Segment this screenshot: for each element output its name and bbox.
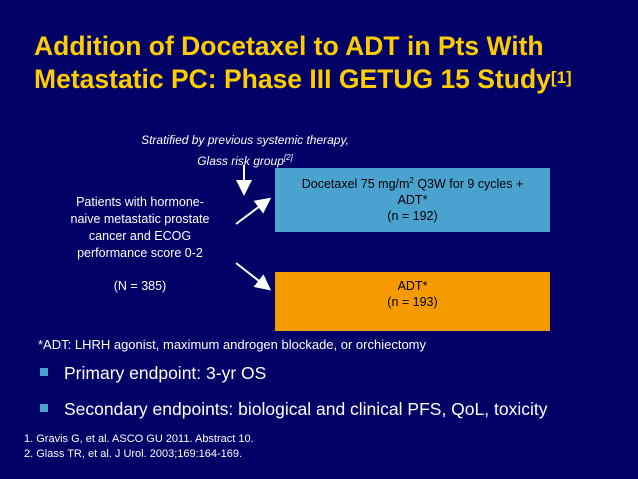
adt-arm-n: (n = 193) [387,295,438,309]
docetaxel-arm-n: (n = 192) [387,209,438,224]
docetaxel-arm-box: Docetaxel 75 mg/m2 Q3W for 9 cycles + AD… [275,168,550,232]
bullet-square-icon [40,368,48,376]
dose-unit-superscript: 2 [409,176,414,185]
patients-line-2: naive metastatic prostate [70,212,210,226]
stratification-reference: [2] [283,153,293,162]
stratification-line-1: Stratified by previous systemic therapy, [141,133,349,147]
adt-arm-line-1: ADT* [397,279,428,293]
endpoint-list: Primary endpoint: 3-yr OS Secondary endp… [38,362,628,434]
patient-population: Patients with hormone- naive metastatic … [52,194,228,262]
references: 1. Gravis G, et al. ASCO GU 2011. Abstra… [24,432,624,462]
docetaxel-schedule-text: Q3W for 9 cycles + [413,177,524,192]
reference-2: 2. Glass TR, et al. J Urol. 2003;169:164… [24,448,243,460]
arrow-to-docetaxel-arm [235,197,272,225]
bullet-square-icon [40,404,48,412]
patients-line-4: performance score 0-2 [77,246,203,260]
docetaxel-arm-line-2: ADT* [397,193,428,208]
slide-title: Addition of Docetaxel to ADT in Pts With… [34,30,634,96]
title-reference: [1] [550,68,572,87]
patients-total-n: (N = 385) [113,279,167,293]
list-item: Primary endpoint: 3-yr OS [38,362,628,384]
adt-footnote: *ADT: LHRH agonist, maximum androgen blo… [38,337,427,352]
patients-line-1: Patients with hormone- [76,195,204,209]
list-item: Secondary endpoints: biological and clin… [38,398,628,420]
stratification-line-2-text: Glass risk group [197,154,284,168]
stratification-line-2: Glass risk group[2] [100,149,390,170]
secondary-endpoints-text: Secondary endpoints: biological and clin… [64,399,548,419]
title-line-2: Metastatic PC: Phase III GETUG 15 Study[… [34,63,634,96]
title-line-2-text: Metastatic PC: Phase III GETUG 15 Study [34,64,551,94]
patients-line-3: cancer and ECOG [88,229,192,243]
docetaxel-arm-line-1: Docetaxel 75 mg/m2 Q3W for 9 cycles + [275,173,550,192]
adt-arm-box: ADT* (n = 193) [275,272,550,331]
reference-1: 1. Gravis G, et al. ASCO GU 2011. Abstra… [24,433,254,445]
arrow-to-adt-arm [235,262,272,291]
primary-endpoint-text: Primary endpoint: 3-yr OS [64,363,267,383]
stratification-note: Stratified by previous systemic therapy,… [100,132,390,170]
docetaxel-dose-text: Docetaxel 75 mg/m [301,177,410,192]
title-line-1: Addition of Docetaxel to ADT in Pts With [34,31,544,61]
